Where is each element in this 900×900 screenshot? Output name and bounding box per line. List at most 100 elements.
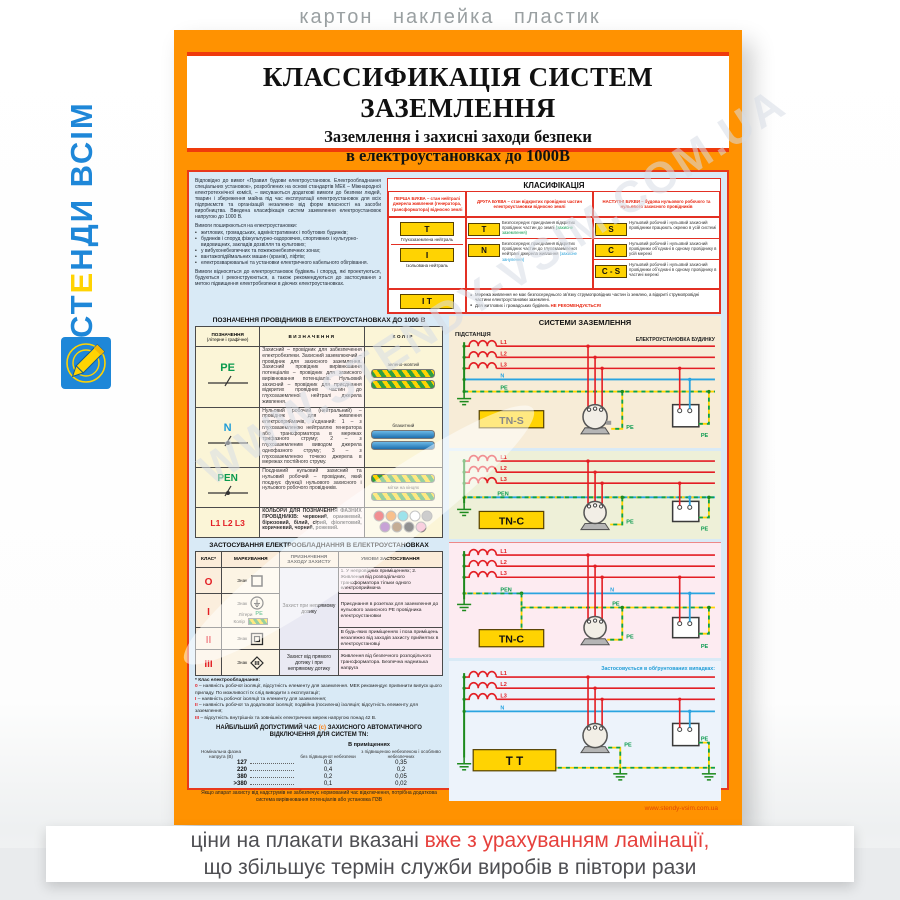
pe-label: PE: [701, 433, 709, 439]
line-label-l3: L3: [500, 571, 506, 577]
system-name-tnc2: TN-C: [499, 633, 525, 645]
n-line-symbol-icon: [207, 435, 248, 447]
pe-label: PE: [701, 643, 709, 649]
color-label: Колір: [233, 619, 245, 625]
line-label-l1: L1: [500, 549, 506, 555]
line-label-l2: L2: [500, 683, 506, 689]
first-letter-body: Т Глухозаземлена нейтраль І Ізольована н…: [388, 217, 466, 289]
next-letters-header: НАСТУПНІ БУКВИ – будова нульового робочо…: [593, 191, 720, 217]
pe-label: PE: [701, 526, 709, 532]
ground-icon: [457, 598, 472, 611]
tn-c-s-panel: PEN N L1 L2 L3 PE: [449, 541, 721, 659]
intro-paragraph-1: Відповідно до вимог «Правил будови елект…: [195, 178, 381, 220]
equipment-header-conditions: УМОВИ ЗАСТОСУВАННЯ: [337, 551, 444, 568]
line-label-l2: L2: [500, 466, 506, 472]
tt-panel: Застосовується в обґрунтованих випадках:: [449, 661, 721, 802]
green-yellow-chip: [247, 618, 268, 626]
class-2-double-square-icon: [251, 632, 264, 645]
motor-icon: [580, 723, 611, 754]
next-letters-body: S Нульовий робочий і нульовий захисний п…: [593, 217, 720, 289]
n-definition: Нульовий робочий (нейтральний) – провідн…: [259, 406, 365, 468]
letter-caption: Ізольована нейтраль: [406, 263, 448, 268]
conductors-header-symbol: ПОЗНАЧЕННЯ (літерне і графічне): [194, 326, 261, 347]
pe-label: PE: [701, 737, 709, 743]
letter-box-it-cell: І Т: [388, 289, 466, 313]
pe-letters: PE: [255, 611, 263, 618]
footnote-text: – наявність робочої ізоляції та елементу…: [197, 696, 327, 702]
disconnect-times-block: НАЙБІЛЬШИЙ ДОПУСТИМИЙ ЧАС (с) ЗАХИСНОГО …: [195, 725, 443, 803]
times-note: Якщо апарат захисту від надструмів не за…: [201, 790, 437, 803]
class-1-earth-mark-icon: [250, 596, 264, 610]
mark-label: Знак: [237, 600, 248, 606]
line-label-l2: L2: [500, 560, 506, 566]
line-label-n: N: [500, 706, 504, 712]
pe-definition: Захисний – провідник для забезпечення ел…: [259, 346, 365, 408]
ground-icon: [457, 392, 472, 406]
letter-desc: Нульовий робочий і нульовий захисний про…: [629, 220, 717, 231]
tt-diagram: Застосовується в обґрунтованих випадках:: [457, 665, 716, 781]
ground-icon: [701, 768, 716, 781]
system-name-tt: Т Т: [506, 756, 523, 768]
coil-icon: [464, 671, 498, 701]
line-label-l2: L2: [500, 351, 506, 357]
letter-box-t: Т: [400, 222, 454, 236]
intro-bullet: житлових, громадських, адміністративних …: [195, 230, 381, 236]
tn-c-s-diagram: PEN N L1 L2 L3 PE: [457, 548, 715, 649]
coil-icon: [464, 548, 498, 578]
line-label-l1: L1: [500, 340, 506, 346]
table-row: III Знак Захист від прямого дотику і при…: [194, 649, 444, 677]
classification-note-2: Для житлових і громадських будівель: [475, 302, 551, 308]
line-label-l3: L3: [500, 477, 506, 483]
intro-bullet: у вибухонебезпечних та пожежонебезпечних…: [195, 248, 381, 254]
line-label-n: N: [500, 373, 504, 379]
letter-caption: Глухозаземлена нейтраль: [400, 237, 454, 242]
pencil-icon: [61, 337, 111, 389]
ground-icon: [613, 768, 628, 781]
classification-title: КЛАСИФІКАЦІЯ: [523, 181, 585, 190]
brand-logo: [60, 336, 112, 390]
coil-icon: [464, 454, 498, 484]
tt-note: Застосовується в обґрунтованих випадках:: [601, 665, 715, 672]
times-group-header: В приміщеннях: [348, 741, 390, 748]
line-label-pen: PEN: [497, 491, 508, 497]
poster: КЛАССИФИКАЦІЯ СИСТЕМ ЗАЗЕМЛЕННЯ Заземлен…: [164, 30, 795, 825]
appliance-icon: [671, 403, 700, 428]
motor-icon: [580, 500, 611, 530]
poster-footer-site: www.stendy-vsim.com.ua: [644, 805, 718, 812]
equipment-header-class: КЛАС*: [194, 551, 223, 568]
class-3-diamond-icon: [250, 655, 265, 670]
equipment-title: ЗАСТОСУВАННЯ ЕЛЕКТРООБЛАДНАННЯ В ЕЛЕКТРО…: [209, 542, 429, 549]
poster-title: КЛАССИФИКАЦІЯ СИСТЕМ ЗАЗЕМЛЕННЯ: [262, 62, 654, 123]
pe-label: PE: [624, 743, 632, 749]
brand-vertical-text: СТЕНДИ ВСІМ: [64, 40, 100, 338]
pen-symbol: PEN: [217, 473, 238, 484]
table-row: PE Захисний – провідник для забезпечення…: [194, 346, 444, 408]
intro-bullet: будинків і споруд фізкультурно-оздоровчи…: [195, 236, 381, 248]
phase-color-dots-icon: [373, 510, 433, 533]
brand-part1: СТ: [64, 293, 99, 338]
tn-c-panel: L1 L2 L3 PEN: [449, 450, 721, 539]
bottom-caption-line1: ціни на плакати вказані вже з урахування…: [190, 828, 710, 852]
blue-cable: [371, 429, 436, 439]
blue-cable: [371, 440, 436, 450]
pen-color-cell: мітки на кінцях: [363, 467, 444, 508]
system-name-box: [472, 749, 557, 772]
phase-symbols: L1 L2 L3: [210, 517, 245, 528]
conditions-class-2: В будь-яких приміщеннях і поза приміщень…: [337, 627, 444, 651]
intro-paragraph-2: Вимоги відносяться до електроустановок б…: [195, 269, 381, 287]
system-name-tnc: TN-C: [499, 515, 525, 527]
brand-letter-e: Е: [64, 270, 99, 294]
conditions-class-1: Приєднання в розетках для заземлення до …: [337, 593, 444, 629]
line-label-pe: PE: [500, 386, 508, 392]
class-0: O: [204, 576, 213, 588]
ground-icon: [457, 758, 472, 771]
pe-symbol: PE: [220, 361, 235, 374]
motor-icon: [580, 615, 611, 645]
tn-s-diagram: СИСТЕМИ ЗАЗЕМЛЕННЯ ПІДСТАНЦІЯ ЕЛЕКТРОУСТ…: [455, 318, 716, 439]
line-label-l1: L1: [500, 455, 506, 461]
table-row: O Знак Захист при непрямому дотику 1. У …: [194, 566, 444, 651]
